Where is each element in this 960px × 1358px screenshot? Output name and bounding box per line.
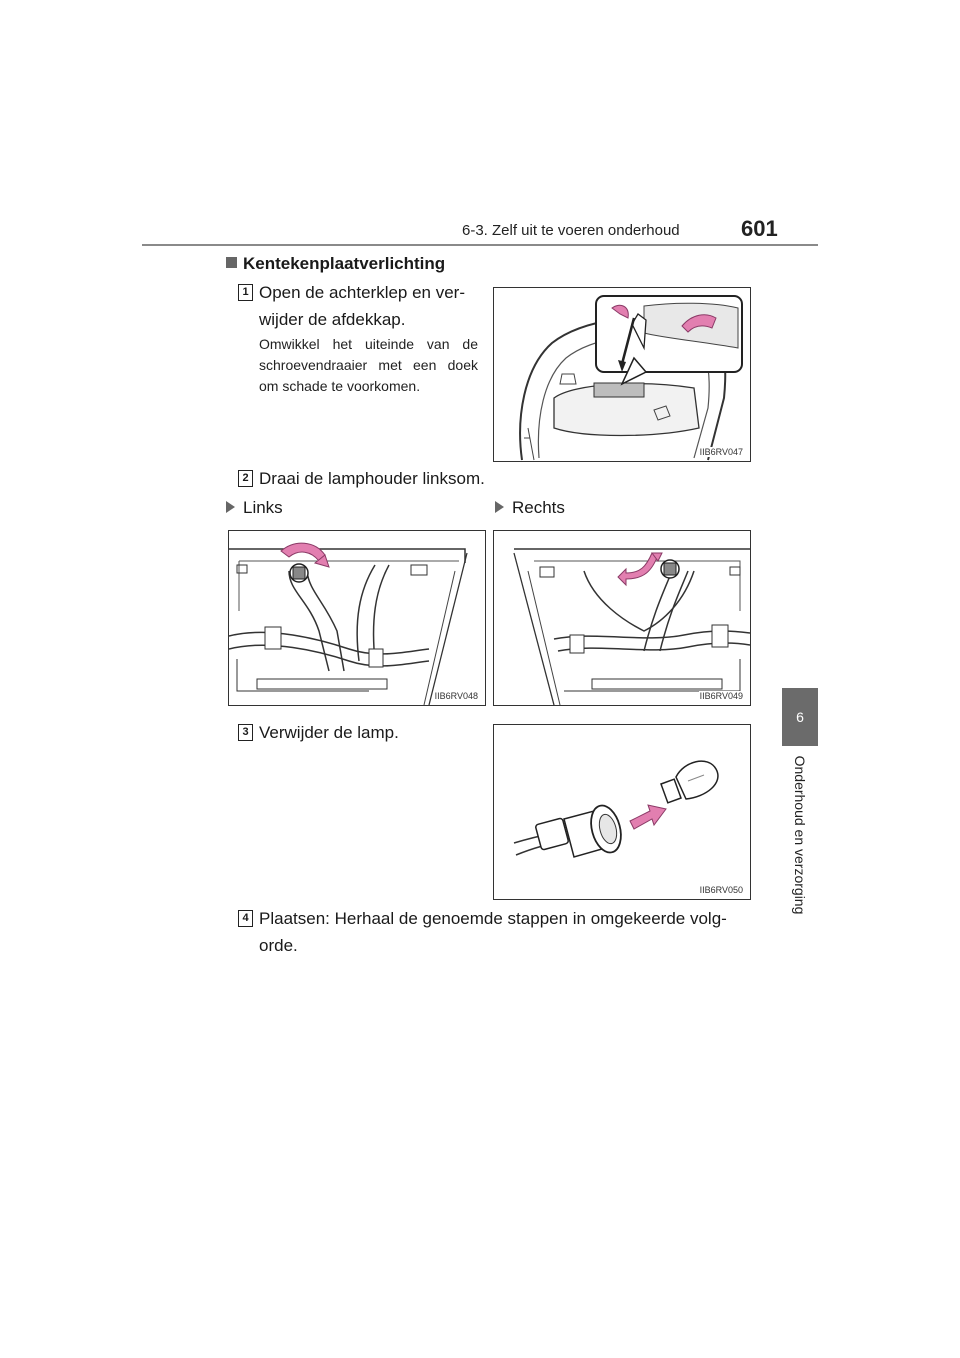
- step-4-badge: 4: [238, 910, 253, 927]
- figure-tailgate-cover: IIB6RV047: [493, 287, 751, 462]
- section-heading-text: Kentekenplaatverlichting: [243, 254, 446, 273]
- section-heading: Kentekenplaatverlichting: [226, 254, 445, 274]
- figure-right-lamp-holder: IIB6RV049: [493, 530, 751, 706]
- figure-left-lamp-holder: IIB6RV048: [228, 530, 486, 706]
- page-number: 601: [741, 216, 778, 241]
- chapter-tab-label-text: Onderhoud en verzorging: [792, 755, 808, 915]
- step-1-text-line-2: wijder de afdekkap.: [259, 310, 406, 329]
- chapter-tab-label: Onderhoud en verzorging: [782, 750, 818, 920]
- step-1-text: Open de achterklep en ver- wijder de afd…: [259, 279, 478, 333]
- figure-2-code: IIB6RV048: [433, 691, 479, 701]
- bulb-illustration: [513, 760, 719, 858]
- sub-label-right-text: Rechts: [512, 498, 565, 517]
- header-section-title: 6-3. Zelf uit te voeren onderhoud: [462, 222, 680, 239]
- step-1-text-line-1: Open de achterklep en ver-: [259, 283, 466, 302]
- step-4-text-line-2: orde.: [259, 936, 298, 955]
- figure-3-code: IIB6RV049: [698, 691, 744, 701]
- figure-4-code: IIB6RV050: [698, 885, 744, 895]
- sub-label-right: Rechts: [495, 498, 565, 518]
- section-square-icon: [226, 257, 237, 268]
- step-4-text-line-1: Plaatsen: Herhaal de genoemde stappen in…: [259, 909, 727, 928]
- step-3-text: Verwijder de lamp.: [259, 723, 399, 742]
- step-2-badge: 2: [238, 470, 253, 487]
- left-holder-illustration: [229, 542, 468, 705]
- right-holder-illustration: [513, 548, 750, 705]
- triangle-bullet-icon: [495, 501, 504, 513]
- sub-label-left: Links: [226, 498, 283, 518]
- step-3-badge: 3: [238, 724, 253, 741]
- chapter-tab-number: 6: [782, 688, 818, 746]
- step-1-note: Omwikkel het uiteinde van de schroevendr…: [259, 336, 478, 394]
- figure-1-code: IIB6RV047: [698, 447, 744, 457]
- step-1-badge: 1: [238, 284, 253, 301]
- step-2-text: Draai de lamphouder linksom.: [259, 469, 485, 488]
- figure-bulb-removal: IIB6RV050: [493, 724, 751, 900]
- step-4-text: Plaatsen: Herhaal de genoemde stappen in…: [259, 905, 741, 959]
- tailgate-illustration: [519, 295, 743, 461]
- triangle-bullet-icon: [226, 501, 235, 513]
- header-divider: [142, 244, 818, 246]
- sub-label-left-text: Links: [243, 498, 283, 517]
